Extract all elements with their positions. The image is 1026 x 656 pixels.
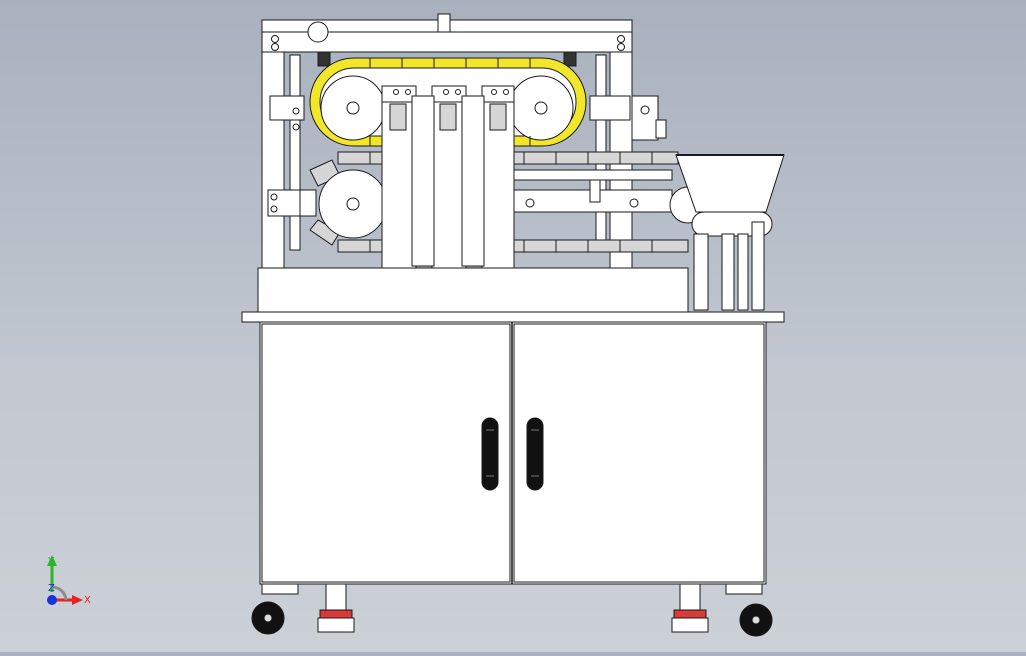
frame-right-post (609, 19, 633, 271)
track-bolt (525, 198, 535, 208)
hopper-leg (737, 233, 749, 311)
plunger-clamp (431, 85, 467, 103)
drip-tray (257, 267, 689, 313)
cabinet-door-right (513, 323, 765, 583)
cabinet-body (259, 321, 767, 585)
frame-bolt (271, 35, 279, 43)
foot-base-left (317, 617, 355, 633)
hopper (675, 154, 785, 311)
table-top (241, 311, 785, 323)
frame-bolt (271, 43, 279, 51)
hopper-leg (751, 221, 765, 311)
plunger-block (389, 103, 407, 131)
door-handle-right (526, 417, 544, 491)
motor-box (631, 95, 659, 141)
frame-bolt (617, 43, 625, 51)
plunger-block (489, 103, 507, 131)
hopper-leg (721, 233, 735, 311)
foot-pad-right (673, 609, 707, 619)
plunger-block (439, 103, 457, 131)
clamp-bolt (393, 89, 399, 95)
motor-connector (655, 119, 667, 139)
z-axis-label: Z (48, 583, 55, 594)
foot-pad-left (319, 609, 353, 619)
bearing-block (299, 189, 317, 217)
leveling-foot-left (325, 583, 347, 611)
foot-base-right (671, 617, 709, 633)
door-handle-left (481, 417, 499, 491)
caster-plate-left (261, 583, 299, 595)
top-bolt (437, 13, 451, 33)
plunger-clamp (481, 85, 515, 103)
inner-upright (289, 54, 301, 251)
plunger-gap (461, 95, 485, 267)
leveling-foot-right (679, 583, 701, 611)
clamp-bolt (455, 89, 461, 95)
motor-bolt (640, 105, 650, 115)
cabinet (259, 321, 767, 585)
tension-wheel (307, 21, 329, 43)
sprocket-hub (534, 101, 548, 115)
frame-bolt (270, 193, 278, 201)
sprocket-hub (346, 101, 360, 115)
clamp-bolt (491, 89, 497, 95)
hopper-leg (693, 233, 709, 311)
clamp-bolt (443, 89, 449, 95)
base-tray (241, 267, 785, 323)
track-support (589, 179, 601, 203)
x-axis-label: X (84, 595, 91, 606)
plunger-gap (411, 95, 435, 267)
lower-conveyor (267, 159, 388, 246)
spring (317, 51, 331, 67)
bearing-block (269, 95, 305, 121)
clamp-bolt (405, 89, 411, 95)
bearing-block (589, 95, 631, 121)
y-axis-label: Y (47, 556, 55, 567)
sprocket-hub (346, 197, 360, 211)
cabinet-door-left (261, 323, 511, 583)
casters (251, 583, 773, 637)
track-rail (511, 169, 673, 181)
frame-left-post (261, 19, 285, 271)
frame-bolt (292, 107, 300, 115)
frame-bolt (617, 35, 625, 43)
clamp-bolt (503, 89, 509, 95)
z-axis-dot (47, 595, 57, 605)
plunger-clamp (381, 85, 417, 103)
frame-bolt (270, 205, 278, 213)
spring (563, 51, 577, 67)
frame-bolt (292, 123, 300, 131)
caster-plate-right (725, 583, 763, 595)
orientation-triad: Y Z X (38, 552, 98, 612)
track-bolt (629, 198, 639, 208)
